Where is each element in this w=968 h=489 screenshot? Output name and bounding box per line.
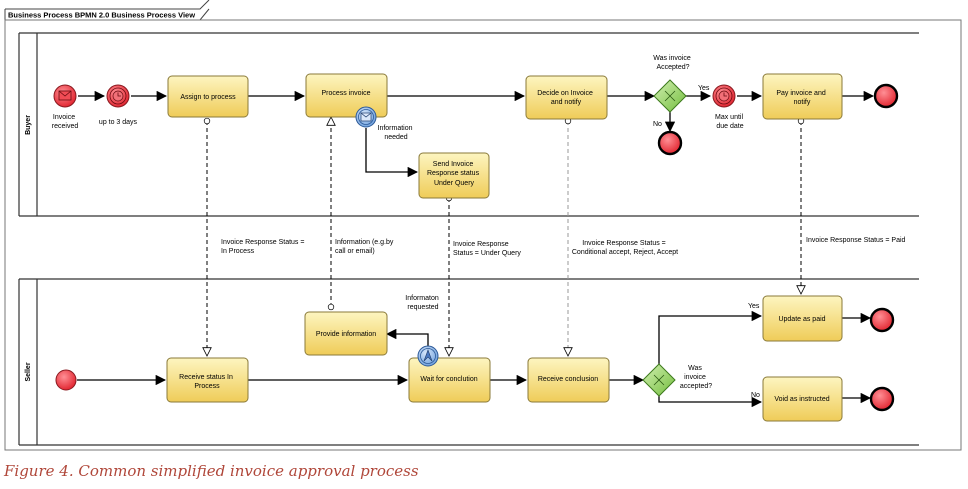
wait-for-conclution-label: Wait for conclution (420, 376, 477, 383)
message-flows (207, 117, 801, 356)
buyer-flows (78, 90, 875, 178)
task-receive-conclusion: Receive conclusion (527, 357, 610, 403)
status-in-process-label: Invoice Response Status = In Process (221, 239, 306, 255)
pay-invoice-label: Pay invoice and notify (776, 90, 827, 106)
status-under-query-label: Invoice Response Status = Under Query (453, 241, 521, 257)
send-invoice-response-label: Send Invoice Response status Under Query (427, 161, 481, 187)
provide-information-label: Provide information (316, 331, 376, 338)
assign-to-process-label: Assign to process (180, 94, 236, 101)
envelope-icon (58, 90, 72, 101)
flow-gateway-no-to-void (658, 396, 763, 408)
invoice-received-label: Invoice received (52, 114, 79, 130)
information-requested-label: Informaton requested (405, 295, 440, 311)
flow-info-needed-to-send (365, 128, 419, 178)
seller-yes-label: Yes (748, 303, 760, 310)
receive-conclusion-label: Receive conclusion (538, 376, 598, 383)
header-tab: Business Process BPMN 2.0 Business Proce… (4, 0, 210, 21)
flow-gateway-yes-to-update (658, 310, 763, 364)
gateway-no-label: No (653, 121, 662, 128)
seller-start-event (55, 369, 77, 391)
decide-on-invoice-label: Decide on Invoice and notify (537, 90, 595, 106)
task-provide-information: Provide information (304, 311, 388, 356)
up-to-3-days-label: up to 3 days (99, 119, 138, 126)
receive-status-label: Receive status In Process (179, 374, 235, 390)
diagram-title: Business Process BPMN 2.0 Business Proce… (8, 11, 195, 20)
seller-pool: Seller (18, 278, 919, 446)
process-invoice-label: Process invoice (321, 90, 370, 97)
seller-no-label: No (751, 392, 760, 399)
figure-caption: Figure 4. Common simplified invoice appr… (4, 462, 419, 480)
seller-lane-label: Seller (25, 362, 32, 381)
clock-icon (112, 90, 124, 102)
task-decide-on-invoice: Decide on Invoice and notify (525, 75, 608, 120)
update-as-paid-label: Update as paid (778, 316, 825, 323)
buyer-lane-label: Buyer (25, 115, 32, 135)
task-send-invoice-response: Send Invoice Response status Under Query (418, 152, 490, 199)
task-update-as-paid: Update as paid (762, 295, 843, 342)
exclusive-x-icon (653, 374, 665, 386)
task-pay-invoice: Pay invoice and notify (762, 73, 843, 120)
envelope-icon (360, 112, 372, 122)
status-conditional-label: Invoice Response Status = Conditional ac… (572, 240, 678, 256)
exclusive-x-icon (664, 90, 676, 102)
clock-icon (718, 90, 730, 102)
task-receive-status: Receive status In Process (166, 357, 249, 403)
status-paid-label: Invoice Response Status = Paid (806, 237, 906, 244)
end-event-updated (869, 307, 895, 333)
end-event-voided (869, 386, 895, 412)
timer-event-3-days (106, 84, 130, 108)
information-needed-event (355, 106, 377, 128)
information-needed-label: Information needed (378, 125, 415, 141)
end-event-paid (873, 83, 899, 109)
void-as-instructed-label: Void as instructed (774, 396, 829, 403)
task-process-invoice: Process invoice (305, 73, 388, 118)
seller-was-invoice-accepted-label: Was invoice accepted? (680, 365, 712, 390)
end-event-rejected (657, 130, 683, 156)
diagram-frame (4, 19, 962, 451)
task-void-as-instructed: Void as instructed (762, 376, 843, 422)
escalation-icon (423, 349, 433, 362)
max-until-due-date-label: Max until due date (715, 114, 745, 130)
buyer-pool: Buyer (18, 32, 919, 217)
gateway-yes-label: Yes (698, 85, 710, 92)
task-wait-for-conclution: Wait for conclution (408, 357, 491, 403)
gateway-invoice-accepted (653, 79, 687, 113)
task-assign-to-process: Assign to process (167, 75, 249, 118)
information-call-email-label: Information (e.g.by call or email) (335, 239, 395, 255)
information-requested-event (417, 345, 439, 367)
invoice-received-event (53, 84, 77, 108)
timer-event-due-date (712, 84, 736, 108)
was-invoice-accepted-label: Was invoice Accepted? (653, 55, 692, 71)
gateway-seller-accepted (642, 363, 676, 397)
